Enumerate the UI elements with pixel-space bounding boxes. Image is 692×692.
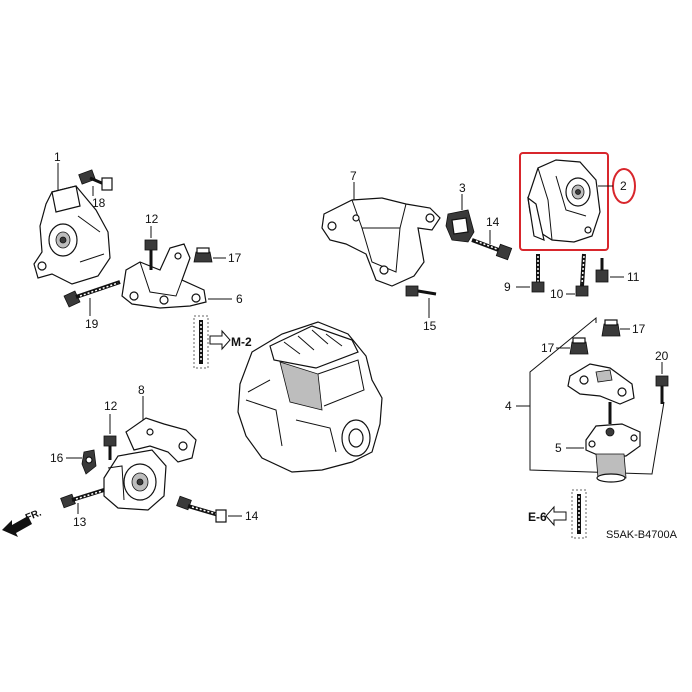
bolt-14-lower[interactable] xyxy=(176,495,227,523)
callout-15: 15 xyxy=(423,319,437,333)
callout-20: 20 xyxy=(655,349,669,363)
nut-17-left[interactable] xyxy=(193,247,213,263)
hollow-arrow-icon-e6 xyxy=(545,505,567,527)
bolt-13[interactable] xyxy=(60,488,105,509)
callout-14-upper: 14 xyxy=(486,215,500,229)
callout-12-lower: 12 xyxy=(104,399,118,413)
mount-bracket-8[interactable] xyxy=(125,417,197,463)
front-arrow: FR. xyxy=(2,507,43,537)
mount-bracket-4[interactable] xyxy=(567,363,635,405)
callout-17-middle: 17 xyxy=(541,341,555,355)
mount-bracket-7[interactable] xyxy=(321,197,441,287)
clip-3[interactable] xyxy=(445,209,475,243)
callout-10: 10 xyxy=(550,287,564,301)
callout-16: 16 xyxy=(50,451,64,465)
hollow-arrow-icon xyxy=(209,329,231,351)
mount-bracket-6[interactable] xyxy=(121,243,207,309)
bolt-20[interactable] xyxy=(655,375,669,404)
engine-block xyxy=(237,321,383,473)
callout-12-upper: 12 xyxy=(145,212,159,226)
callout-6: 6 xyxy=(236,292,243,306)
engine-mount-2[interactable] xyxy=(527,159,601,243)
callout-5: 5 xyxy=(555,441,562,455)
callout-18: 18 xyxy=(92,196,106,210)
bolt-9[interactable] xyxy=(531,254,545,293)
bolt-12-lower[interactable] xyxy=(103,435,117,460)
m2-reference-box xyxy=(193,315,209,369)
bolt-10[interactable] xyxy=(575,253,589,297)
arrow-left-icon xyxy=(2,516,32,537)
callout-2: 2 xyxy=(620,179,627,193)
callout-17-upper: 17 xyxy=(632,322,646,336)
bolt-18[interactable] xyxy=(78,169,113,191)
callout-17-left: 17 xyxy=(228,251,242,265)
callout-11: 11 xyxy=(627,270,640,284)
engine-mount-1[interactable] xyxy=(33,185,111,285)
bolt-11[interactable] xyxy=(595,258,609,283)
callout-8: 8 xyxy=(138,383,145,397)
callout-14-lower: 14 xyxy=(245,509,259,523)
washer-16[interactable] xyxy=(81,449,97,475)
nut-17-upper[interactable] xyxy=(601,319,621,337)
bolt-15[interactable] xyxy=(405,285,437,297)
bolt-12-upper[interactable] xyxy=(144,239,158,270)
bolt-14-upper[interactable] xyxy=(471,238,513,261)
callout-1: 1 xyxy=(54,150,61,164)
engine-mount-lower-left[interactable] xyxy=(103,449,167,511)
nut-17-middle[interactable] xyxy=(569,337,589,355)
callout-13: 13 xyxy=(73,515,87,529)
ref-e6[interactable]: E-6 xyxy=(528,510,547,524)
group-4-outline xyxy=(529,316,665,475)
e6-reference-box xyxy=(571,489,587,539)
callout-7: 7 xyxy=(350,169,357,183)
diagram-code: S5AK-B4700A xyxy=(606,529,678,541)
bolt-19[interactable] xyxy=(63,280,121,308)
callout-4: 4 xyxy=(505,399,512,413)
callout-19: 19 xyxy=(85,317,99,331)
ref-m2[interactable]: M-2 xyxy=(231,335,252,349)
engine-mount-5[interactable] xyxy=(585,402,641,483)
part-2-highlight-box xyxy=(519,152,609,251)
front-label: FR. xyxy=(24,507,43,523)
callout-9: 9 xyxy=(504,280,511,294)
callout-3: 3 xyxy=(459,181,466,195)
